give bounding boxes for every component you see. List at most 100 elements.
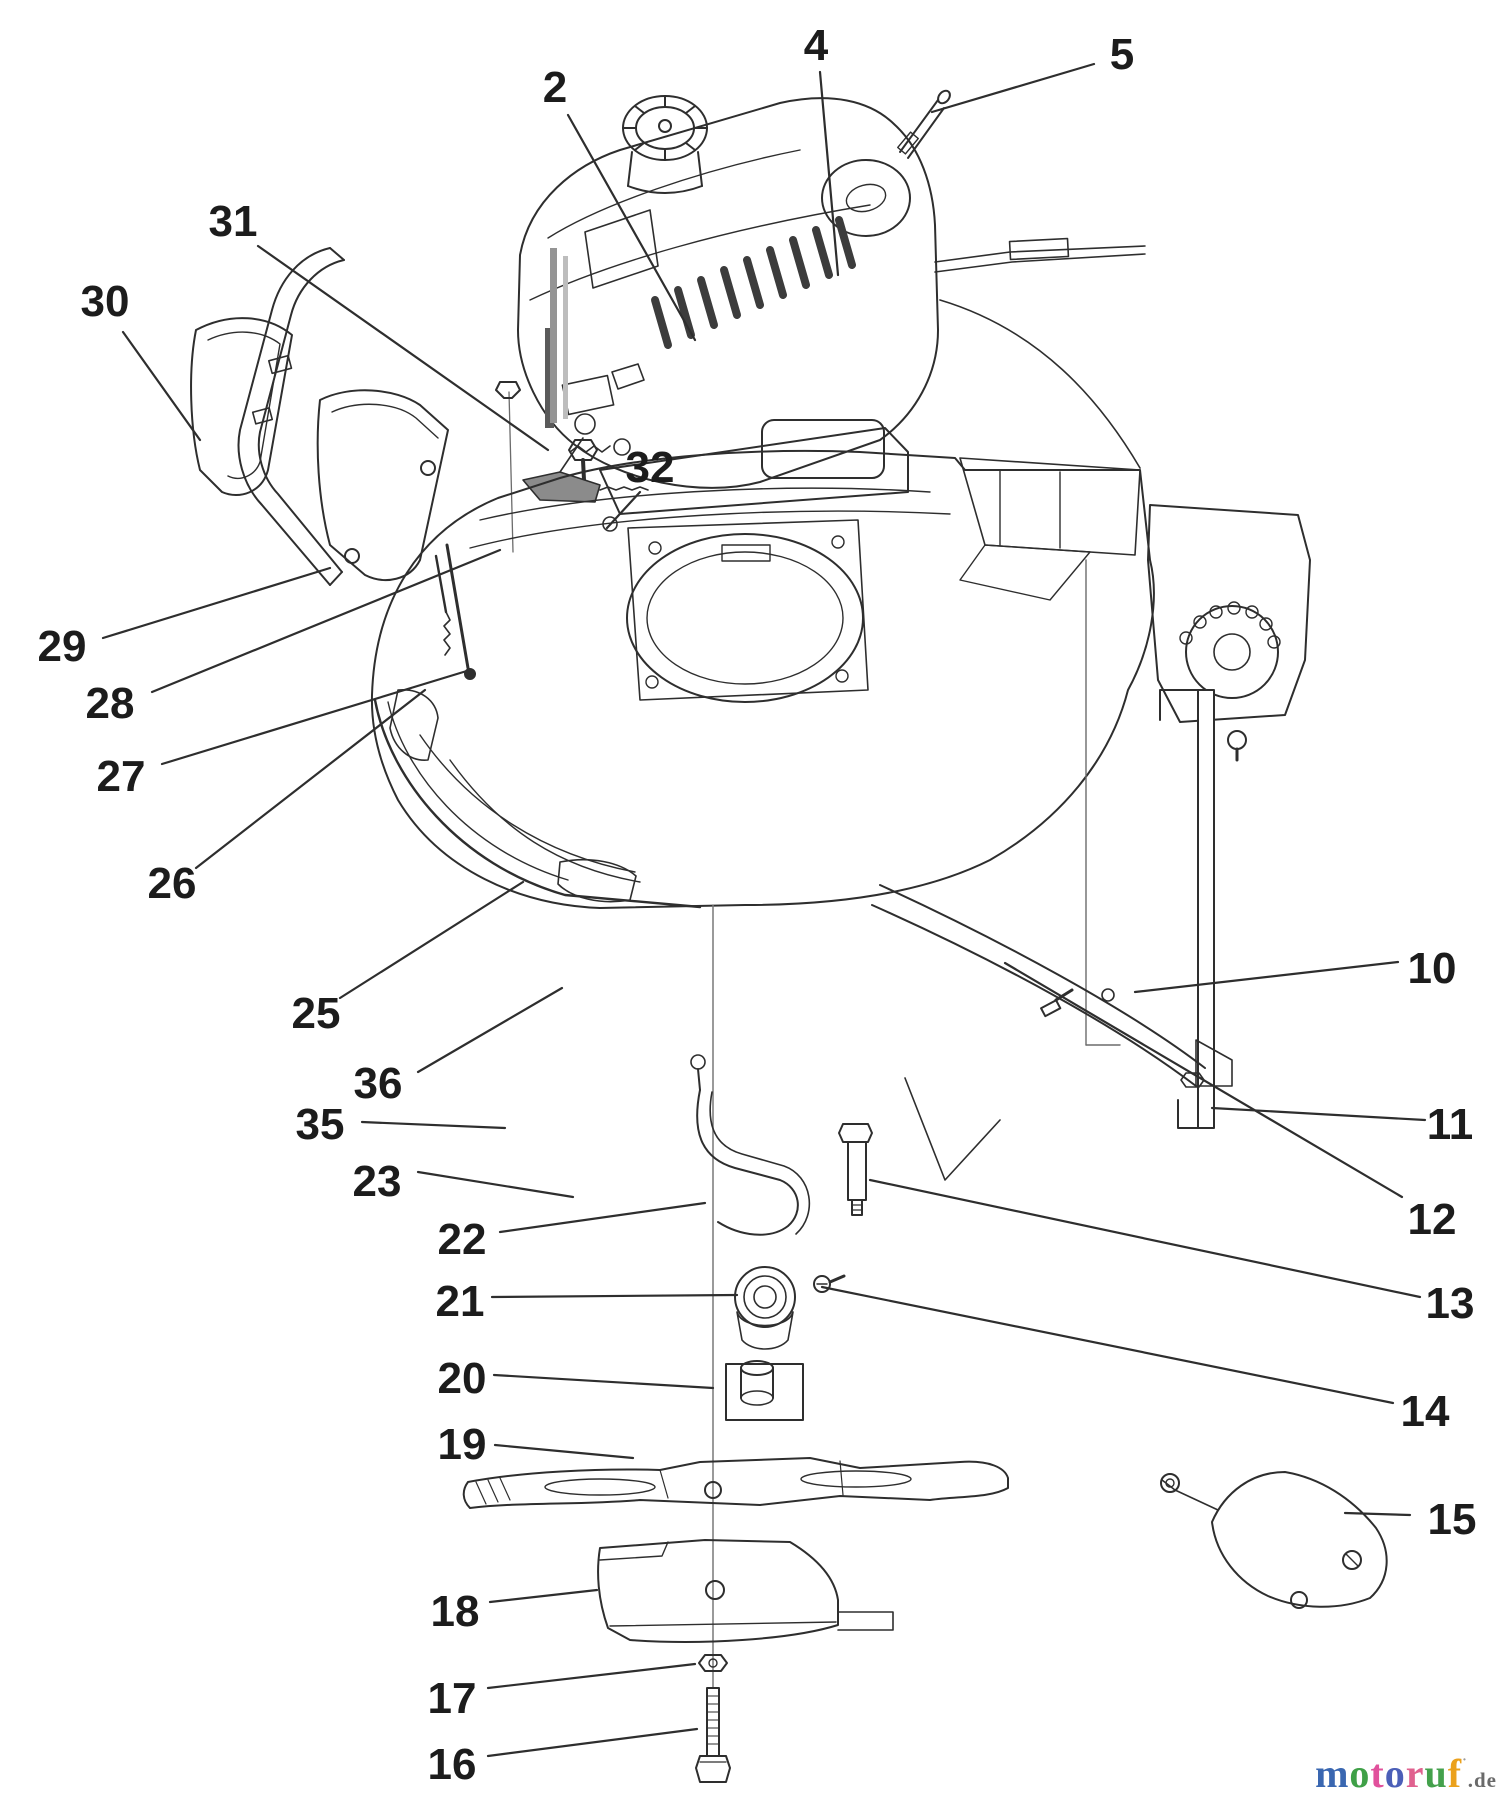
callout-4: 4 <box>804 21 829 70</box>
handle-mount-bracket <box>316 389 449 581</box>
callout-23: 23 <box>353 1157 402 1206</box>
blade-driver-plate <box>597 1539 894 1643</box>
callout-10: 10 <box>1408 944 1457 993</box>
shroud-shadow <box>545 328 554 428</box>
callout-28: 28 <box>86 679 135 728</box>
leader-line-2 <box>566 113 697 342</box>
brake-lever-cluster <box>522 437 649 532</box>
leader-line-12 <box>1003 961 1404 1199</box>
blade-adapter <box>725 1360 804 1421</box>
callout-31: 31 <box>209 197 258 246</box>
watermark-letter: f <box>1447 1751 1463 1796</box>
callout-11: 11 <box>1427 1100 1474 1149</box>
watermark-letter: m <box>1315 1751 1350 1796</box>
callout-35: 35 <box>296 1100 345 1149</box>
leader-line-19 <box>493 1443 635 1460</box>
hanger-strap <box>550 248 557 423</box>
callout-18: 18 <box>431 1587 480 1636</box>
leader-line-21 <box>490 1293 739 1299</box>
leader-line-35 <box>360 1120 507 1130</box>
leader-line-27 <box>160 668 472 766</box>
leader-line-10 <box>1133 960 1400 994</box>
blade-nut <box>698 1654 728 1672</box>
engine-shroud <box>517 97 939 489</box>
deck-screw <box>1040 988 1115 1018</box>
leader-line-30 <box>121 330 202 442</box>
callout-19: 19 <box>438 1420 487 1469</box>
callout-27: 27 <box>97 752 146 801</box>
leader-line-36 <box>416 986 564 1074</box>
fuel-cap-icon <box>622 95 708 194</box>
callout-29: 29 <box>38 622 87 671</box>
engine-group <box>495 89 1146 553</box>
watermark-letter: o <box>1349 1751 1371 1796</box>
watermark-letter: o <box>1384 1751 1406 1796</box>
blade <box>462 1457 1009 1509</box>
callout-16: 16 <box>428 1740 477 1789</box>
height-adjuster <box>1147 504 1311 762</box>
shoulder-bolt <box>838 1123 873 1216</box>
watermark-letter: r <box>1405 1751 1425 1796</box>
small-screw <box>813 1274 846 1293</box>
leader-line-15 <box>1343 1511 1412 1517</box>
flange-nut <box>1180 1072 1205 1088</box>
watermark-mark: · <box>1462 1753 1468 1768</box>
blade-bolt <box>695 1687 731 1783</box>
anti-scalp-bracket <box>690 1054 811 1236</box>
bearing <box>734 1266 796 1350</box>
leader-line-20 <box>492 1373 715 1390</box>
leader-line-18 <box>488 1588 599 1604</box>
callout-14: 14 <box>1401 1387 1450 1436</box>
callout-20: 20 <box>438 1354 487 1403</box>
vent-slots <box>651 216 856 349</box>
callout-25: 25 <box>292 989 341 1038</box>
muffler <box>761 419 885 479</box>
handle-cover <box>190 317 293 496</box>
watermark-suffix: .de <box>1467 1768 1497 1792</box>
leader-line-11 <box>1210 1106 1427 1122</box>
watermark-word: motoruf <box>1315 1751 1462 1796</box>
brake-rod <box>434 543 476 680</box>
engine-decal <box>584 209 659 289</box>
callout-32: 32 <box>626 443 675 492</box>
leader-line-26 <box>194 688 427 870</box>
watermark-logo[interactable]: motoruf·.de <box>1315 1754 1497 1794</box>
callout-36: 36 <box>354 1059 403 1108</box>
engine-base <box>599 427 909 515</box>
support-bar <box>1159 689 1215 1129</box>
leader-line-32 <box>605 490 642 530</box>
callout-17: 17 <box>428 1674 477 1723</box>
leader-line-29 <box>101 566 332 640</box>
debris-shield <box>1160 1471 1388 1609</box>
watermark-letter: u <box>1424 1751 1448 1796</box>
leader-line-28 <box>150 548 502 694</box>
leader-line-22 <box>498 1201 707 1234</box>
spark-plug-rod <box>897 89 951 159</box>
callout-21: 21 <box>436 1277 485 1326</box>
deck-housing <box>370 449 1155 909</box>
leader-line-23 <box>416 1170 575 1199</box>
callout-30: 30 <box>81 277 130 326</box>
blade-brake-band <box>871 884 1233 1181</box>
leader-line-25 <box>338 880 525 1000</box>
leader-line-17 <box>486 1662 697 1690</box>
leader-line-31 <box>256 244 550 452</box>
watermark-letter: t <box>1370 1751 1385 1796</box>
callout-15: 15 <box>1428 1495 1477 1544</box>
leader-line-16 <box>486 1727 699 1758</box>
callout-2: 2 <box>543 63 567 112</box>
callout-12: 12 <box>1408 1195 1457 1244</box>
leader-line-13 <box>868 1178 1422 1299</box>
leader-line-4 <box>818 70 840 277</box>
handle-bracket-group <box>190 247 568 680</box>
leader-line-14 <box>820 1285 1395 1405</box>
throttle-cable <box>934 237 1146 469</box>
callout-22: 22 <box>438 1215 487 1264</box>
callout-5: 5 <box>1110 30 1134 79</box>
callout-26: 26 <box>148 859 197 908</box>
recoil-starter-icon <box>821 159 911 237</box>
callout-13: 13 <box>1426 1279 1475 1328</box>
